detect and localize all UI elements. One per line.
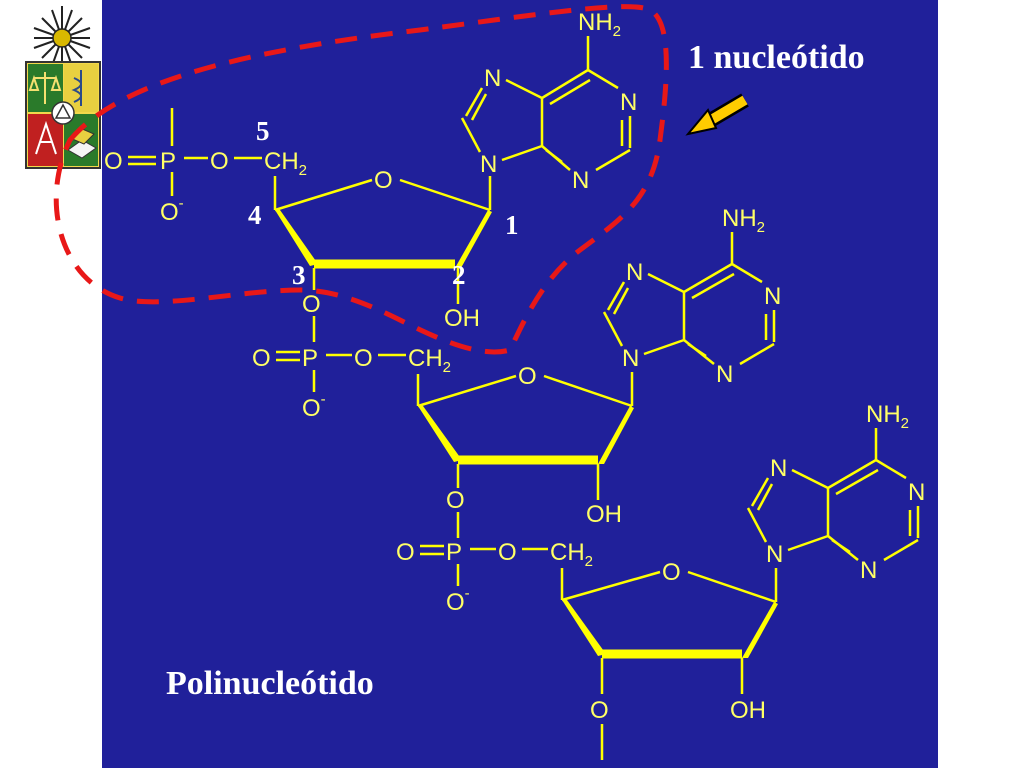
atom-o: O — [354, 345, 373, 372]
atom-ch2: CH2 — [550, 539, 593, 570]
scales-icon — [28, 72, 62, 104]
university-crest — [25, 6, 101, 169]
nucleotide-2: O O P O CH2 O- O OH N N NH2 N — [252, 205, 781, 528]
hydroxyl-oh: OH — [444, 305, 480, 332]
atom-p: P — [160, 148, 176, 175]
atom-n: N — [480, 151, 497, 178]
carbon-number-3: 3 — [292, 260, 306, 290]
atom-o-minus: O- — [446, 585, 470, 616]
bridge-oxygen: O — [446, 487, 465, 514]
atom-o: O — [210, 148, 229, 175]
atom-o-minus: O- — [160, 195, 184, 226]
bridge-oxygen: O — [302, 291, 321, 318]
atom-ch2: CH2 — [264, 148, 307, 179]
ring-oxygen: O — [662, 559, 681, 586]
atom-n: N — [626, 259, 643, 286]
atom-n: N — [860, 557, 877, 584]
ring-oxygen: O — [374, 167, 393, 194]
blue-panel — [102, 0, 938, 768]
atom-n: N — [764, 283, 781, 310]
ring-oxygen: O — [518, 363, 537, 390]
atom-n: N — [766, 541, 783, 568]
atom-n: N — [908, 479, 925, 506]
sun-star-icon — [33, 6, 91, 67]
atom-o: O — [498, 539, 517, 566]
ribose-ring-1: O OH — [273, 167, 492, 332]
phosphate-group-1: O P O CH2 O- — [104, 108, 307, 226]
atom-n: N — [620, 89, 637, 116]
amino-nh2: NH2 — [578, 9, 621, 40]
polymer-label: Polinucleótido — [166, 665, 374, 702]
atom-n: N — [484, 65, 501, 92]
nucleotide-highlight-outline — [53, 4, 669, 355]
atom-o: O — [396, 539, 415, 566]
adenine-base-1: N N NH2 N N — [460, 9, 637, 194]
eye-triangle-icon — [51, 101, 75, 125]
carbon-number-1: 1 — [505, 210, 519, 240]
atom-n: N — [770, 455, 787, 482]
hydroxyl-oh: OH — [586, 501, 622, 528]
amino-nh2: NH2 — [722, 205, 765, 236]
atom-ch2: CH2 — [408, 345, 451, 376]
carbon-number-5: 5 — [256, 116, 270, 146]
compass-icon — [35, 120, 57, 155]
atom-n: N — [622, 345, 639, 372]
bridge-oxygen: O — [590, 697, 609, 724]
atom-o: O — [104, 148, 123, 175]
hydroxyl-oh: OH — [730, 697, 766, 724]
nucleotide-3: O O P O CH2 O- O O OH N N NH2 — [396, 401, 925, 760]
carbon-number-2: 2 — [452, 260, 466, 290]
atom-p: P — [302, 345, 318, 372]
amino-nh2: NH2 — [866, 401, 909, 432]
callout-label: 1 nucleótido — [688, 39, 865, 76]
atom-n: N — [716, 361, 733, 388]
atom-n: N — [572, 167, 589, 194]
arrow-icon — [685, 93, 749, 136]
carbon-number-4: 4 — [248, 200, 262, 230]
nucleotide-1: O P O CH2 O- O OH N — [104, 9, 637, 332]
atom-p: P — [446, 539, 462, 566]
caduceus-icon — [71, 70, 82, 106]
atom-o: O — [252, 345, 271, 372]
atom-o-minus: O- — [302, 391, 326, 422]
